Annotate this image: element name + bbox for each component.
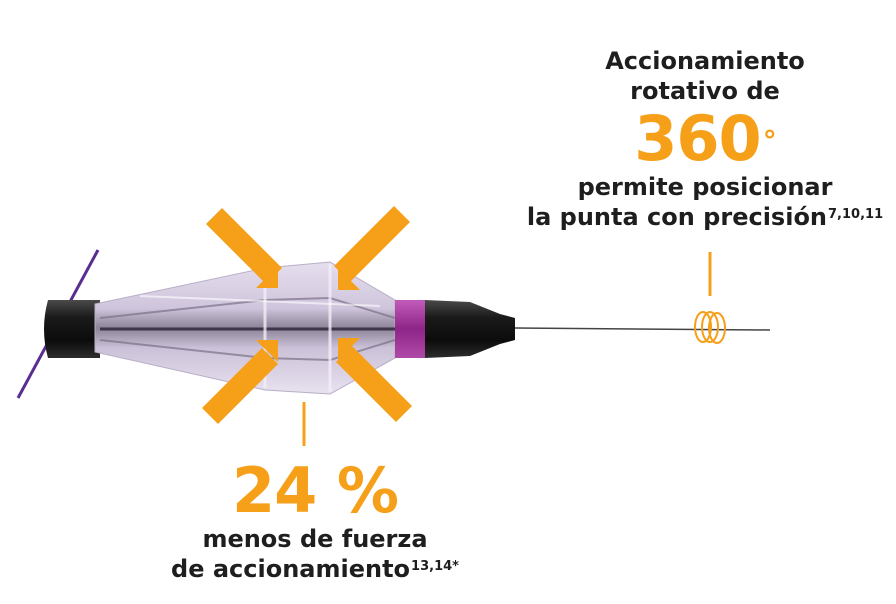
rotation-number: 360 [634,102,761,175]
rotation-label-line1: Accionamiento [605,47,805,75]
purple-band [395,300,425,358]
force-label-line2: de accionamiento13,14* [150,554,480,584]
rotation-reference: 7,10,11 [828,207,884,222]
nose-cone [425,300,515,358]
left-shaft [44,300,100,358]
rotation-label-line3: permite posicionar [577,173,833,201]
rotation-label-line4: la punta con precisión7,10,11 [520,202,890,232]
compression-arrows-icon [202,206,412,424]
force-label-text: de accionamiento [171,555,411,583]
degree-symbol: ° [762,124,777,157]
rotation-label-line2: rotativo de [630,77,780,105]
guidewire [514,327,771,331]
rotation-coil-icon [694,311,726,344]
rotation-label-text: la punta con precisión [526,203,828,231]
rotation-callout: Accionamiento rotativo de 360° permite p… [520,46,890,232]
handle-body [94,261,396,395]
force-reference: 13,14* [411,559,459,574]
force-value: 24 % [232,454,399,527]
force-label-line1: menos de fuerza [202,525,428,553]
force-callout: 24 % menos de fuerza de accionamiento13,… [150,458,480,584]
rotation-value: 360° [520,106,890,172]
